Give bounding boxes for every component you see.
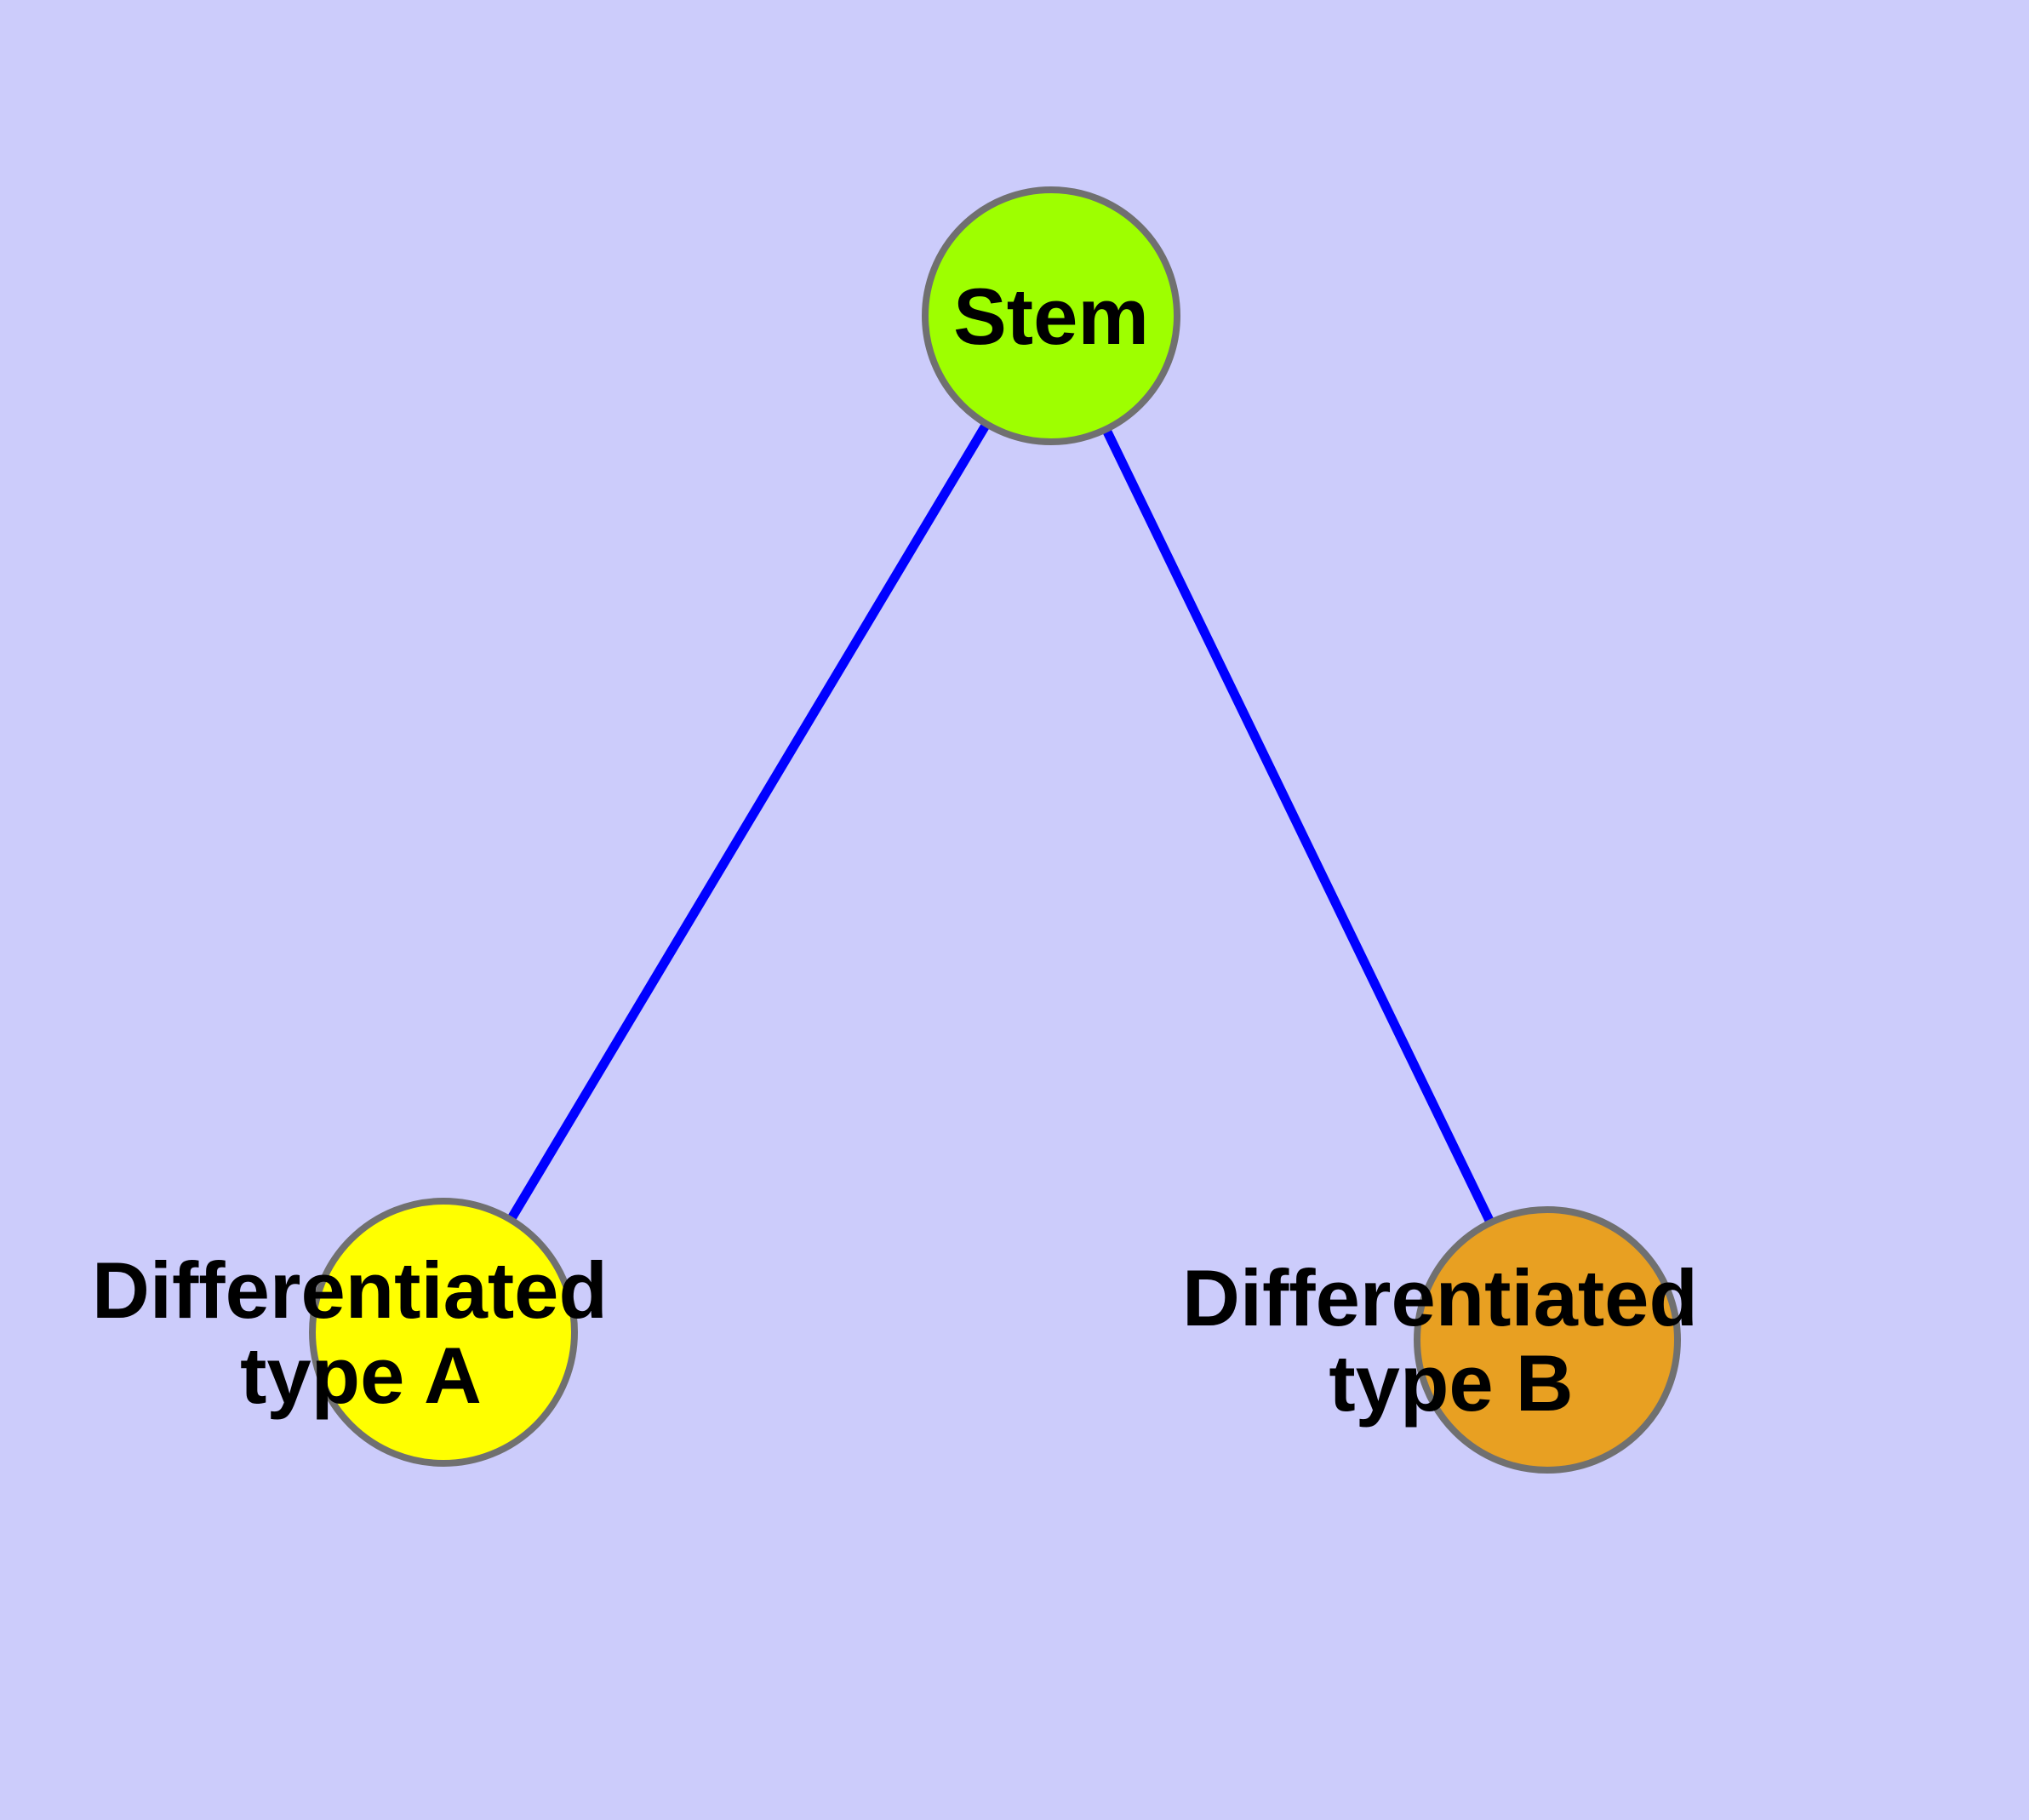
node-differentiated-type-a-label: Differentiated type A [92, 1245, 630, 1420]
node-stem-label: Stem [953, 272, 1149, 361]
node-differentiated-type-b[interactable] [1414, 1206, 1681, 1474]
node-stem-label-line-1: Stem [953, 272, 1149, 361]
node-differentiated-type-a[interactable] [309, 1198, 578, 1467]
node-differentiated-type-b-label-line-1: Differentiated [1182, 1253, 1698, 1342]
node-stem-circle[interactable] [922, 186, 1180, 445]
label-layer: Stem Differentiated type A Differentiate… [92, 272, 1720, 1428]
node-differentiated-type-b-label-line-2: type B [1329, 1338, 1573, 1428]
node-differentiated-type-a-circle[interactable] [309, 1198, 578, 1467]
node-differentiated-type-b-circle[interactable] [1414, 1206, 1681, 1474]
edge-stem-to-differentiated-type-b[interactable] [1047, 313, 1552, 1342]
edge-stem-to-differentiated-type-a[interactable] [439, 313, 1055, 1335]
node-layer [309, 186, 1681, 1474]
node-differentiated-type-a-label-line-1: Differentiated [92, 1245, 608, 1335]
node-stem[interactable] [922, 186, 1180, 445]
node-differentiated-type-b-label: Differentiated type B [1182, 1253, 1720, 1428]
edge-layer [439, 313, 1552, 1342]
node-differentiated-type-a-label-line-2: type A [240, 1331, 482, 1420]
